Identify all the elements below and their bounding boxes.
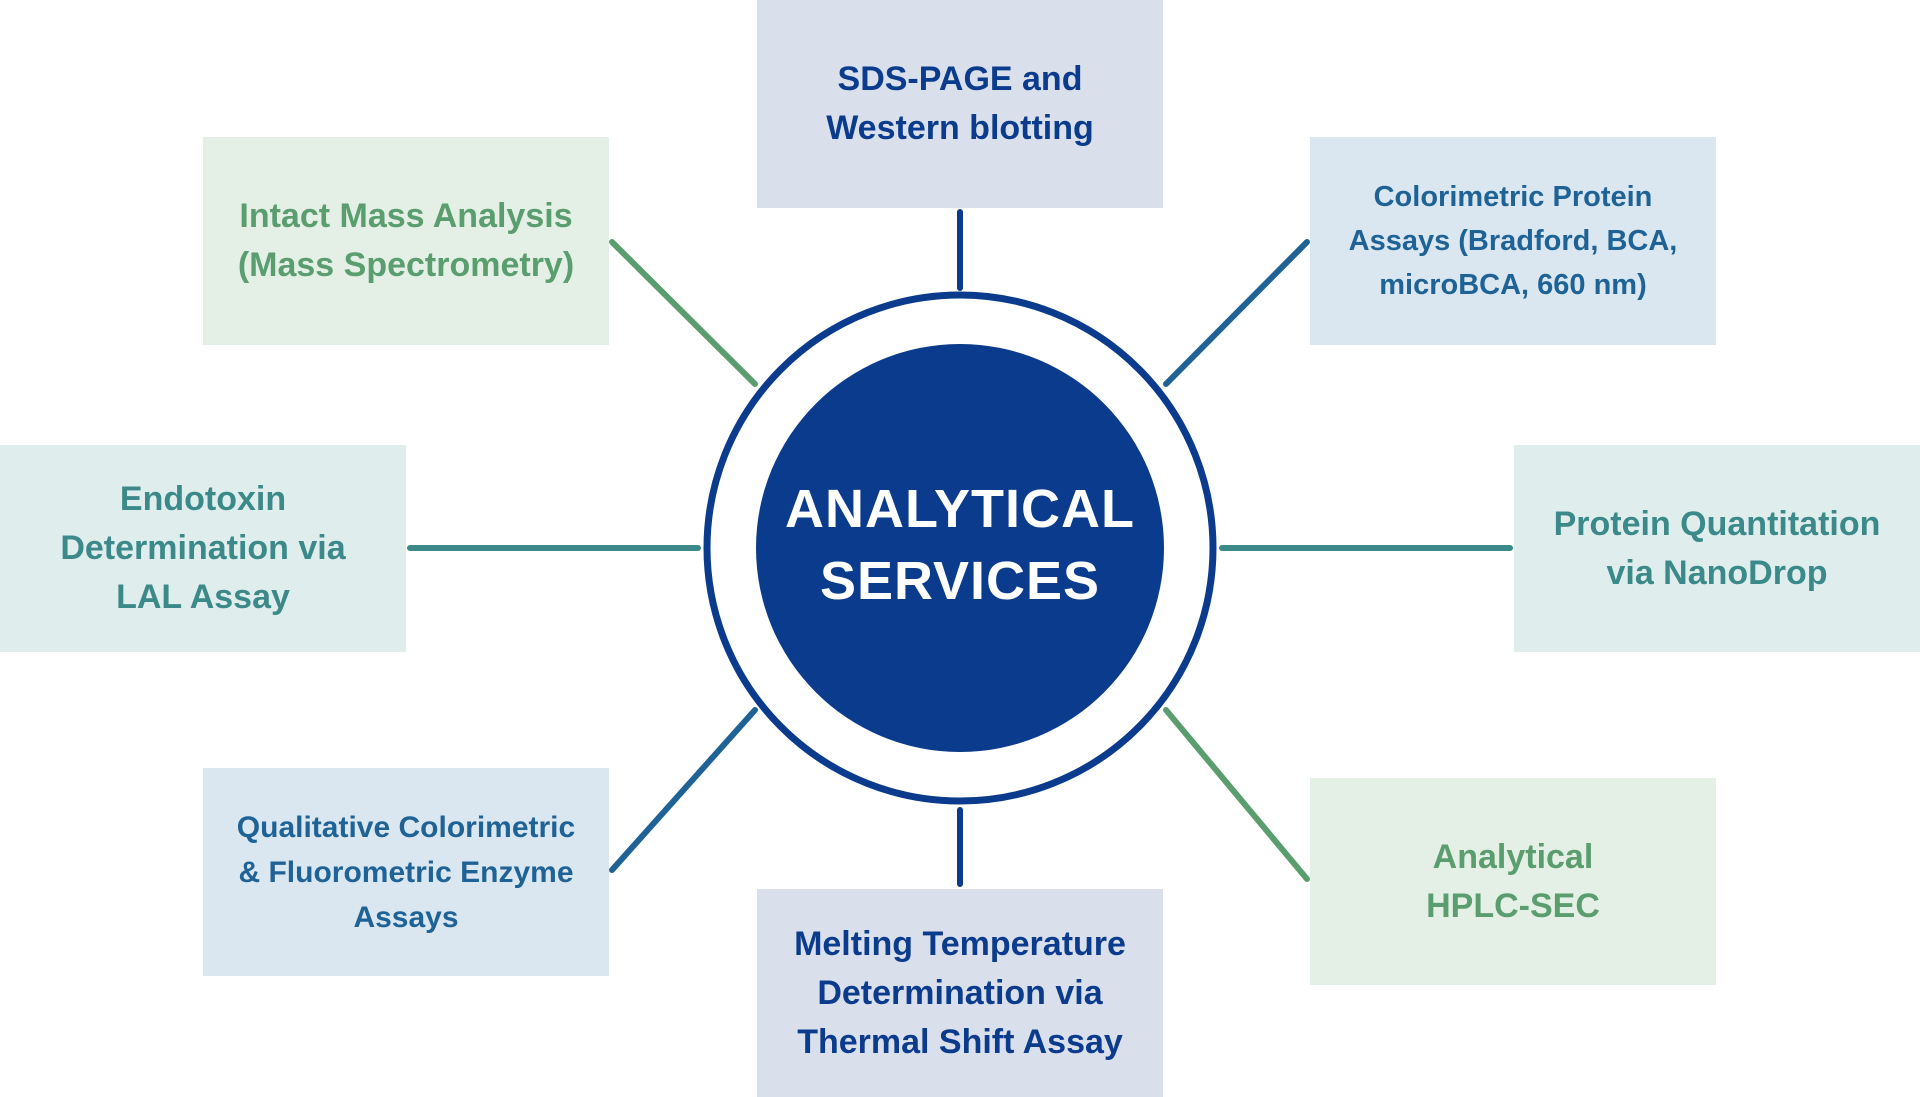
service-label: Analytical HPLC-SEC [1426,837,1600,925]
connector-upper-left [609,239,758,387]
connector-lower-right [1163,707,1310,882]
center-title: ANALYTICAL SERVICES [757,455,1163,635]
service-label: Colorimetric Protein Assays (Bradford, B… [1348,181,1678,301]
service-box-colorimetric-protein: Colorimetric Protein Assays (Bradford, B… [1310,137,1716,345]
service-box-hplc-sec: Analytical HPLC-SEC [1310,778,1716,985]
service-box-intact-mass: Intact Mass Analysis (Mass Spectrometry) [203,137,609,345]
service-box-nanodrop: Protein Quantitation via NanoDrop [1514,445,1920,652]
service-box-endotoxin: Endotoxin Determination via LAL Assay [0,445,406,652]
service-box-thermal-shift: Melting Temperature Determination via Th… [757,889,1163,1097]
service-label: Melting Temperature Determination via Th… [794,924,1126,1061]
service-box-sds-page: SDS-PAGE and Western blotting [757,0,1163,208]
service-label: Qualitative Colorimetric & Fluorometric … [236,810,576,934]
service-box-enzyme-assays: Qualitative Colorimetric & Fluorometric … [203,768,609,976]
service-label: Protein Quantitation via NanoDrop [1553,504,1881,592]
service-label: Endotoxin Determination via LAL Assay [60,480,346,616]
hub-inner-circle [756,344,1164,752]
connector-lower-left [609,707,758,873]
service-label: Intact Mass Analysis (Mass Spectrometry) [237,197,575,284]
service-label: SDS-PAGE and Western blotting [826,60,1094,147]
connector-upper-right [1163,239,1310,387]
center-title-text: ANALYTICAL SERVICES [784,479,1135,611]
